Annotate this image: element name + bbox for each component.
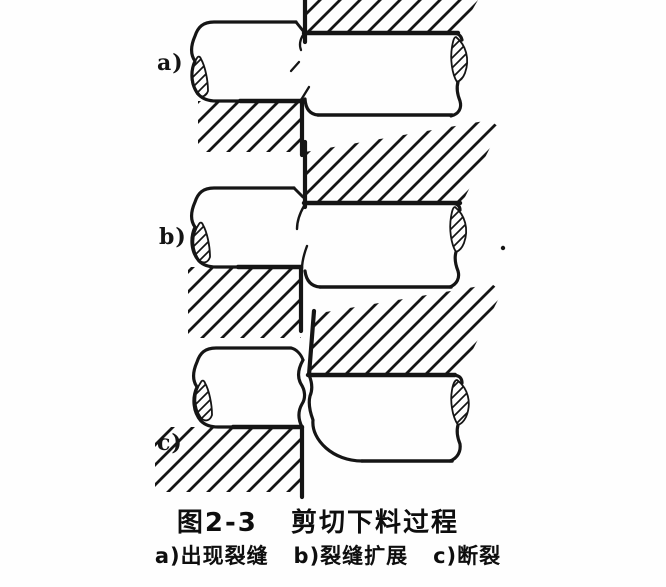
panel-a-drawing [190, 0, 478, 158]
bar-end-cross-section-c-right [450, 379, 470, 426]
workpiece-left-b [190, 186, 305, 269]
crack-bottom-b [300, 244, 309, 271]
crack-top-a [298, 33, 305, 52]
crack-marks-a [289, 33, 311, 102]
panel-c-drawing [155, 284, 502, 500]
bar-end-cross-section-a-right [450, 36, 469, 83]
panel-label-b: b) [159, 224, 187, 250]
lower-blade-hatch-a [198, 101, 302, 152]
fracture-face-right-c [307, 373, 364, 463]
bar-end-cross-section-a-left [190, 55, 209, 98]
slug-left-c [192, 346, 307, 429]
lower-blade-hatch-c [155, 427, 302, 492]
fracture-face-left-c [296, 358, 307, 429]
workpiece-right-c [307, 373, 470, 463]
upper-blade-edge-c [306, 308, 317, 378]
bar-end-cross-section-b-right [449, 206, 468, 253]
workpiece-left-a [190, 20, 306, 103]
bar-end-cross-section-c-left [194, 379, 213, 422]
crack-marks-b [295, 204, 309, 271]
upper-blade-c [305, 284, 502, 378]
crack-mid-a [289, 60, 301, 73]
figure-caption-legend: a)出现裂缝 b)裂缝扩展 c)断裂 [154, 544, 502, 568]
lower-blade-a [198, 97, 305, 158]
figure-caption-title: 图2-3 剪切下料过程 [176, 508, 460, 538]
upper-blade-hatch-c [310, 284, 502, 375]
workpiece-right-a [303, 31, 469, 118]
crack-bottom-a [299, 85, 311, 102]
panel-b-drawing [188, 120, 506, 338]
lower-blade-hatch-b [188, 267, 301, 338]
bar-end-cross-section-b-left [192, 221, 211, 264]
upper-blade-b [301, 120, 500, 210]
lower-blade-b [188, 264, 304, 338]
panel-label-a: a) [157, 50, 184, 76]
ink-speck [500, 245, 506, 251]
panel-label-c: c) [157, 430, 183, 456]
workpiece-right-b [303, 201, 468, 289]
crack-top-b [295, 204, 306, 231]
upper-blade-hatch-a [305, 0, 478, 33]
upper-blade-a [301, 0, 478, 45]
upper-blade-hatch-b [305, 120, 500, 203]
